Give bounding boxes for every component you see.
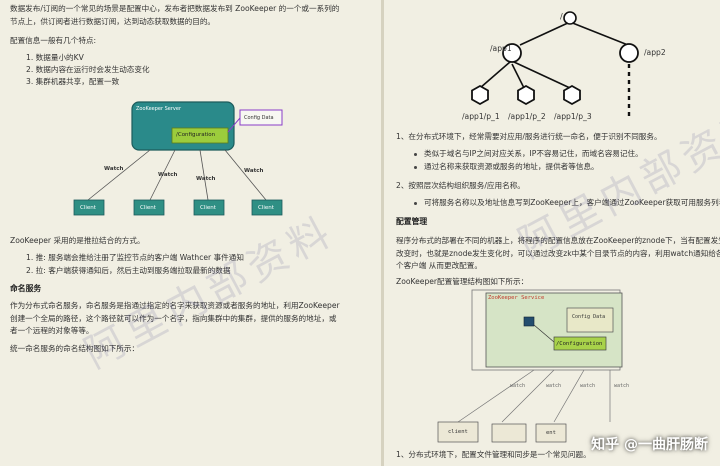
watch-label-2-4: watch xyxy=(614,383,630,389)
watch-lines-2 xyxy=(457,369,611,423)
tree-leaf-label-3: /app1/p_3 xyxy=(554,112,592,121)
config-node-box-2 xyxy=(553,336,607,351)
naming-bullet-2: 通过名称来获取资源或服务的地址，提供者等信息。 xyxy=(424,162,599,171)
client-label-1: Client xyxy=(80,205,96,211)
tree-node-app2 xyxy=(619,43,639,63)
config-heading: 配置管理 xyxy=(396,217,428,226)
client-label-2-3: ent xyxy=(546,430,556,436)
tree-app2-label: /app2 xyxy=(644,48,666,57)
config-node-label-2: /Configuration xyxy=(556,341,603,347)
config-link xyxy=(227,117,241,133)
bullet-dot xyxy=(414,166,417,169)
config-management-diagram xyxy=(437,289,623,443)
feature-item-2: 2. 数据内容在运行时会发生动态变化 xyxy=(26,65,150,74)
client-box-2 xyxy=(133,199,165,216)
tree-leaf-2 xyxy=(517,84,535,106)
client-box-2-2 xyxy=(491,423,527,443)
config-data-note xyxy=(239,109,283,126)
config-para-line-2: 改变时，也就是znode发生变化时，可以通过改变zk中某个目录节点的内容，利用w… xyxy=(396,249,720,258)
tree-leaf-label-2: /app1/p_2 xyxy=(508,112,546,121)
client-label-2-1: client xyxy=(448,429,468,435)
intro-line-2: 节点上，供订阅者进行数据订阅，达到动态获取数据的目的。 xyxy=(10,17,216,26)
watch-label-1: Watch xyxy=(104,166,124,172)
watch-lines xyxy=(87,149,267,201)
naming-diagram-intro: 统一命名服务的命名结构图如下所示： xyxy=(10,344,140,353)
config-data-label: Config Data xyxy=(244,115,274,121)
config-para-line-1: 程序分布式的部署在不同的机器上，将程序的配置信息放在ZooKeeper的znod… xyxy=(396,236,720,245)
right-page: / /app1 /app2 /app1/p_1 /app1/p_2 /app1/… xyxy=(384,0,720,466)
naming-bullet-3: 可将服务名称以及地址信息写到ZooKeeper上，客户端通过ZooKeeper获… xyxy=(424,198,720,207)
tree-leaf-label-1: /app1/p_1 xyxy=(462,112,500,121)
naming-line-1: 作为分布式命名服务，命名服务是指通过指定的名字来获取资源或者服务的地址，利用Zo… xyxy=(10,301,340,310)
watch-label-2-2: watch xyxy=(546,383,562,389)
naming-line-3: 者一个远程的对象等等。 xyxy=(10,326,94,335)
config-node-label: /Configuration xyxy=(176,132,216,138)
watch-label-2-1: watch xyxy=(510,383,526,389)
client-box-1 xyxy=(73,199,105,216)
client-box-3 xyxy=(193,199,225,216)
client-label-3: Client xyxy=(200,205,216,211)
push-item: 1. 推: 服务端会推给注册了监控节点的客户端 Wathcer 事件通知 xyxy=(26,253,244,262)
pubsub-diagram xyxy=(73,101,283,216)
feature-item-3: 3. 集群机器共享，配置一致 xyxy=(26,77,120,86)
client-box-2-3 xyxy=(535,423,567,443)
config-data-label-2: Config Data xyxy=(572,314,606,320)
client-box-4 xyxy=(251,199,283,216)
intro-line-1: 数据发布/订阅的一个常见的场景是配置中心，发布者把数据发布到 ZooKeeper… xyxy=(10,4,340,13)
config-diagram-intro: ZooKeeper配置管理结构图如下所示： xyxy=(396,277,529,286)
tree-leaf-3 xyxy=(563,84,581,106)
client-label-4: Client xyxy=(258,205,274,211)
config-features-heading: 配置信息一般有几个特点: xyxy=(10,36,97,45)
pull-item: 2. 拉: 客户端获得通知后，然后主动到服务端拉取最新的数据 xyxy=(26,266,231,275)
watch-label-2: Watch xyxy=(158,172,178,178)
tree-app1-label: /app1 xyxy=(490,44,512,53)
config-node-box xyxy=(171,127,229,144)
client-box-2-1 xyxy=(437,421,479,443)
feature-item-1: 1. 数据量小的KV xyxy=(26,53,84,62)
zookeeper-service-label: ZooKeeper Service xyxy=(488,295,545,301)
page-divider xyxy=(381,0,384,466)
naming-tree-diagram xyxy=(471,11,639,116)
tree-root-node xyxy=(563,11,577,25)
naming-line-2: 创建一个全局的路径，这个路径就可以作为一个名字，指向集群中的集群，提供的服务的地… xyxy=(10,314,337,323)
tree-node-app1 xyxy=(502,43,522,63)
config-point-last: 1、分布式环境下，配置文件管理和同步是一个常见问题。 xyxy=(396,450,591,459)
watch-label-4: Watch xyxy=(244,168,264,174)
naming-point-1: 1、在分布式环境下，经常需要对应用/服务进行统一命名，便于识别不同服务。 xyxy=(396,132,662,141)
service-node-link xyxy=(533,324,555,343)
bullet-dot xyxy=(414,202,417,205)
watch-label-2-3: watch xyxy=(580,383,596,389)
tree-leaf-1 xyxy=(471,84,489,106)
naming-bullet-1: 类似于域名与IP之间对应关系，IP不容易记住，而域名容易记住。 xyxy=(424,149,643,158)
zhihu-brand-watermark: 知乎 @一曲肝肠断 xyxy=(591,437,708,453)
service-node-icon xyxy=(523,316,535,327)
zookeeper-server-label: ZooKeeper Server xyxy=(136,106,182,112)
config-para-line-3: 个客户端 从而更改配置。 xyxy=(396,261,482,270)
tree-root-label: / xyxy=(560,12,563,21)
push-pull-intro: ZooKeeper 采用的是推拉结合的方式。 xyxy=(10,236,145,245)
naming-heading: 命名服务 xyxy=(10,284,42,293)
bullet-dot xyxy=(414,153,417,156)
left-page: 数据发布/订阅的一个常见的场景是配置中心，发布者把数据发布到 ZooKeeper… xyxy=(0,0,381,466)
client-label-2: Client xyxy=(140,205,156,211)
naming-point-2: 2、按照层次结构组织服务/应用名称。 xyxy=(396,181,525,190)
config-data-note-2 xyxy=(566,307,614,333)
watch-label-3: Watch xyxy=(196,176,216,182)
